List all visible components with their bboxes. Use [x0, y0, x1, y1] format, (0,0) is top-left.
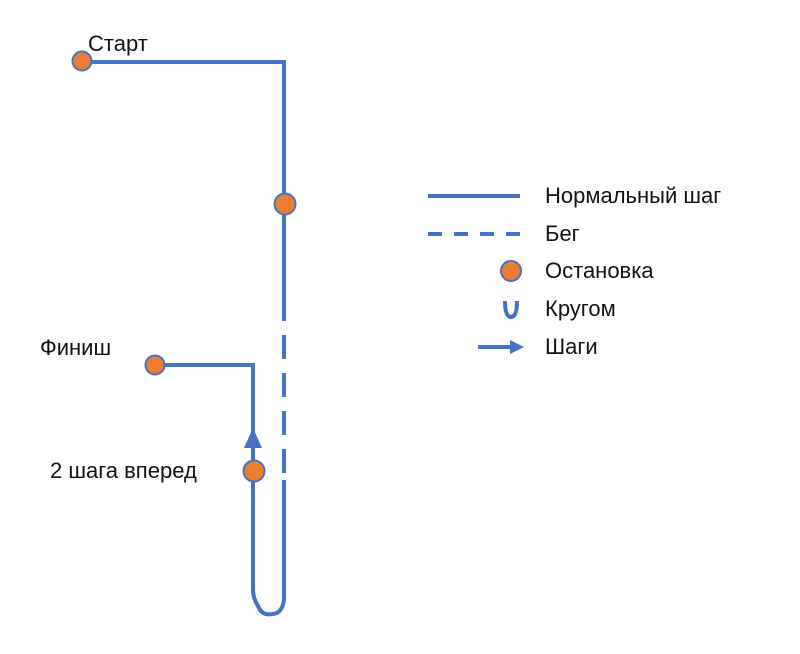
- legend-item-normal-step: Нормальный шаг: [428, 180, 788, 212]
- legend-label: Остановка: [545, 258, 654, 283]
- dashed-line-icon: [428, 232, 520, 236]
- solid-line-icon: [428, 194, 520, 198]
- legend-label: Кругом: [545, 296, 616, 321]
- path-descent-segment: [271, 480, 286, 616]
- stop-middle: [273, 192, 297, 216]
- stop-start: [71, 50, 93, 72]
- legend-item-u-turn: Кругом: [428, 293, 788, 325]
- legend-item-steps: Шаги: [428, 331, 788, 363]
- arrow-icon: [478, 340, 524, 354]
- two-steps-label: 2 шага вперед: [50, 458, 197, 483]
- legend-item-stop: Остановка: [428, 255, 788, 287]
- stop-finish: [144, 354, 166, 376]
- stop-two-steps: [242, 459, 266, 483]
- legend-label: Шаги: [545, 334, 598, 359]
- u-turn-icon: [503, 300, 519, 320]
- legend-label: Бег: [545, 221, 580, 246]
- legend-item-run: Бег: [428, 218, 788, 250]
- finish-label: Финиш: [40, 335, 112, 360]
- u-turn-loop: [251, 589, 273, 617]
- steps-arrow-icon: [244, 428, 262, 448]
- path-finish-segment: [155, 363, 255, 448]
- start-label: Старт: [88, 31, 148, 56]
- legend-label: Нормальный шаг: [545, 183, 722, 208]
- path-start-segment: [82, 60, 286, 297]
- stop-dot-icon: [500, 260, 522, 282]
